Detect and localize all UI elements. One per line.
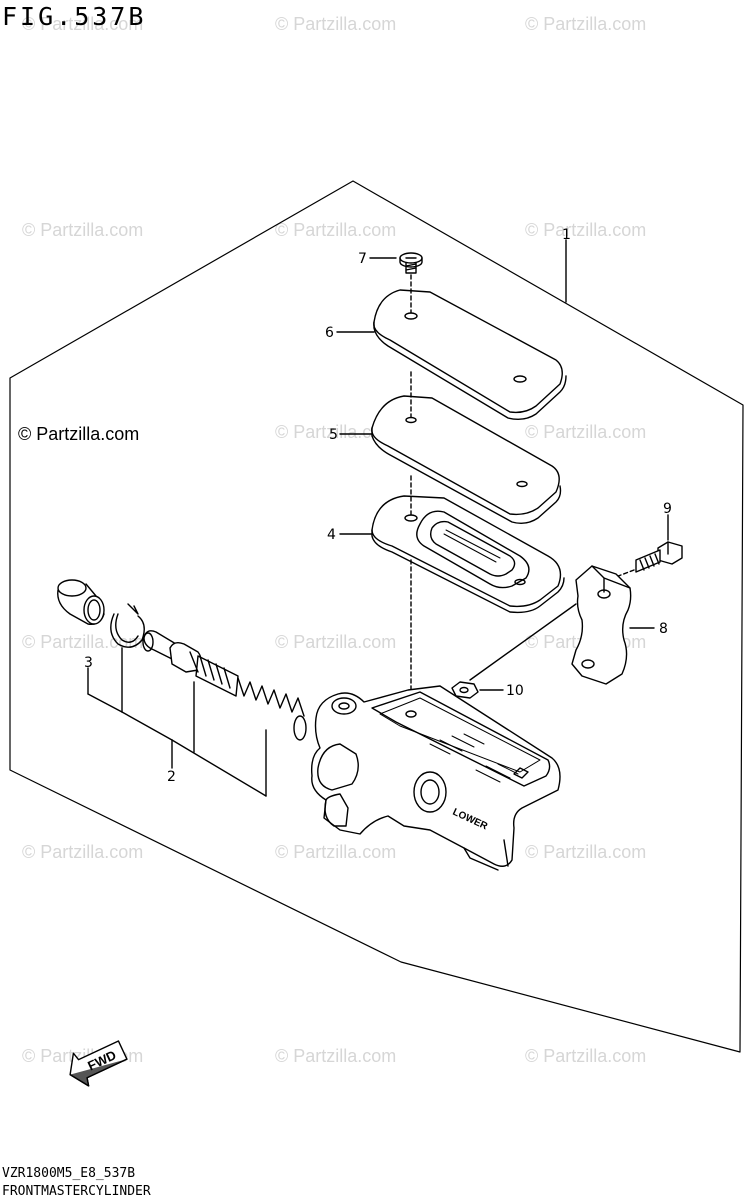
footer-name: FRONTMASTERCYLINDER — [2, 1184, 151, 1199]
watermark: © Partzilla.com — [525, 422, 647, 442]
holder-part — [571, 565, 632, 685]
callout-8: 8 — [659, 621, 668, 637]
piston-part — [142, 630, 239, 697]
cap-part — [373, 289, 567, 421]
watermark: © Partzilla.com — [22, 220, 144, 240]
bolt-part — [635, 541, 683, 573]
assembly-outline — [9, 180, 744, 1053]
watermark: © Partzilla.com — [22, 14, 144, 34]
callout-5: 5 — [329, 427, 338, 443]
callout-10: 10 — [506, 683, 524, 699]
circlip-part — [110, 603, 145, 648]
watermark: © Partzilla.com — [275, 842, 397, 862]
figure-title: FIG.537B — [2, 2, 147, 31]
watermark: © Partzilla.com — [525, 220, 647, 240]
screw-part — [399, 252, 423, 274]
callout-3: 3 — [84, 655, 93, 671]
watermark: © Partzilla.com — [22, 842, 144, 862]
boot-part — [57, 579, 105, 625]
callout-1: 1 — [562, 227, 571, 243]
callout-7: 7 — [358, 251, 367, 267]
plate-part — [371, 495, 565, 614]
callout-4: 4 — [327, 527, 336, 543]
spring-part — [237, 677, 307, 741]
watermark: © Partzilla.com — [525, 14, 647, 34]
watermark: © Partzilla.com — [525, 842, 647, 862]
callout-9: 9 — [663, 501, 672, 517]
watermark: © Partzilla.com — [275, 1046, 397, 1066]
brand-label: © Partzilla.com — [18, 424, 140, 444]
master-cylinder-body — [310, 685, 561, 871]
fwd-arrow-icon: FWD — [69, 1040, 128, 1087]
watermark: © Partzilla.com — [275, 632, 397, 652]
callout-2: 2 — [167, 769, 176, 785]
footer-code: VZR1800M5_E8_537B — [2, 1166, 136, 1181]
watermark: © Partzilla.com — [275, 220, 397, 240]
watermark: © Partzilla.com — [275, 422, 397, 442]
callout-6: 6 — [325, 325, 334, 341]
watermark: © Partzilla.com — [525, 1046, 647, 1066]
diaphragm-part — [371, 395, 562, 525]
watermark: © Partzilla.com — [275, 14, 397, 34]
